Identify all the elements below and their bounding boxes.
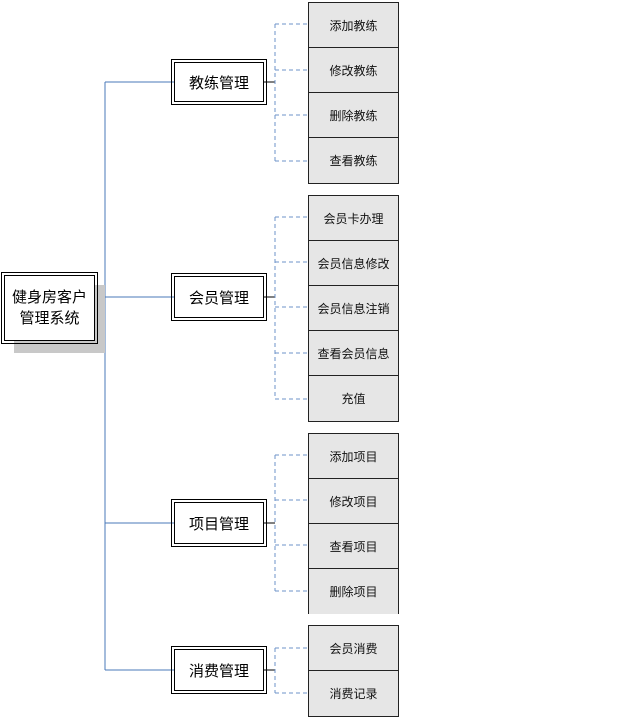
category-project-management: 项目管理 xyxy=(171,499,267,547)
category-coach-management: 教练管理 xyxy=(171,59,267,105)
leaf-add-project: 添加项目 xyxy=(309,434,398,479)
leaf-delete-coach: 删除教练 xyxy=(309,93,398,138)
leaf-edit-project: 修改项目 xyxy=(309,479,398,524)
leaf-member-card: 会员卡办理 xyxy=(309,196,398,241)
leaf-delete-project: 删除项目 xyxy=(309,569,398,614)
root-title-line2: 管理系统 xyxy=(19,309,80,327)
leaf-view-coach: 查看教练 xyxy=(309,138,398,183)
leaf-member-view: 查看会员信息 xyxy=(309,331,398,376)
leaf-group-consumption: 会员消费 消费记录 xyxy=(308,625,399,717)
leaf-recharge: 充值 xyxy=(309,376,398,421)
category-label: 教练管理 xyxy=(188,73,249,92)
leaf-group-project: 添加项目 修改项目 查看项目 删除项目 xyxy=(308,433,399,614)
category-label: 项目管理 xyxy=(188,514,249,533)
leaf-add-coach: 添加教练 xyxy=(309,3,398,48)
leaf-group-coach: 添加教练 修改教练 删除教练 查看教练 xyxy=(308,2,399,184)
root-node: 健身房客户 管理系统 xyxy=(1,272,98,344)
root-title-line1: 健身房客户 xyxy=(11,288,87,306)
leaf-member-cancel: 会员信息注销 xyxy=(309,286,398,331)
leaf-consume-record: 消费记录 xyxy=(309,671,398,716)
category-member-management: 会员管理 xyxy=(171,273,267,321)
leaf-edit-coach: 修改教练 xyxy=(309,48,398,93)
leaf-view-project: 查看项目 xyxy=(309,524,398,569)
leaf-group-member: 会员卡办理 会员信息修改 会员信息注销 查看会员信息 充值 xyxy=(308,195,399,422)
leaf-member-edit: 会员信息修改 xyxy=(309,241,398,286)
category-label: 会员管理 xyxy=(188,288,249,307)
leaf-member-consume: 会员消费 xyxy=(309,626,398,671)
category-label: 消费管理 xyxy=(188,661,249,680)
category-consumption-management: 消费管理 xyxy=(171,646,267,694)
